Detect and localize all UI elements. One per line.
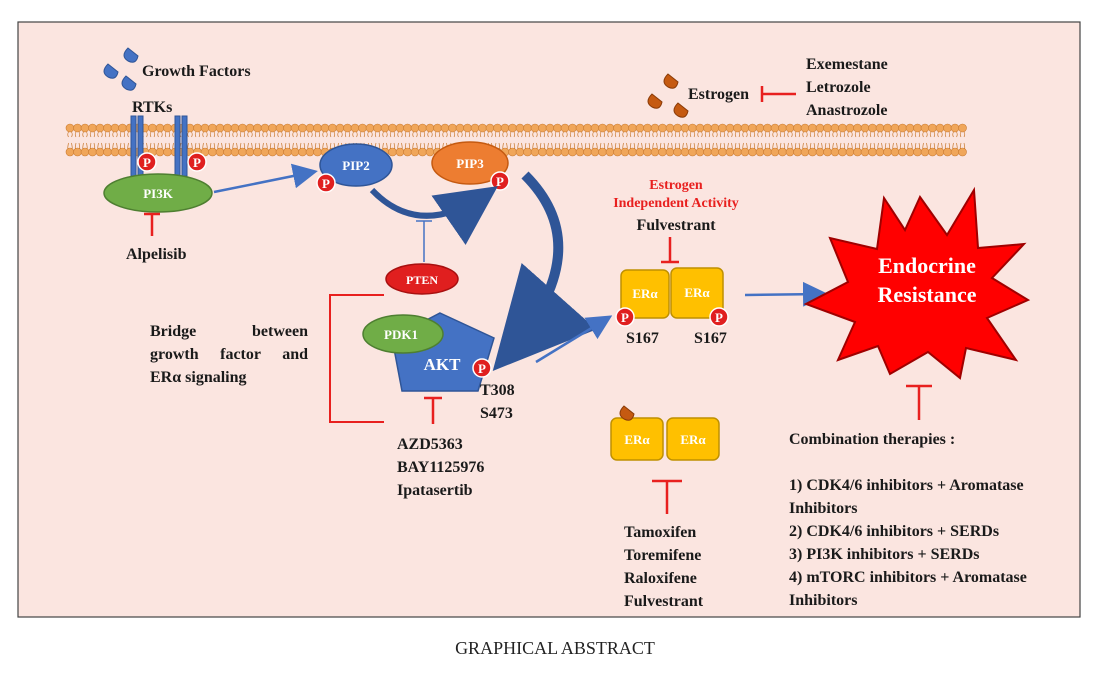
pip3-label: PIP3 — [456, 156, 484, 171]
pten-inhibition — [416, 220, 432, 262]
er-bound-box-1 — [610, 417, 664, 461]
serm-2: Toremifene — [624, 547, 701, 564]
er-site-1: S167 — [626, 330, 659, 347]
serm-inhibition — [652, 479, 682, 514]
endocrine-label-line1: Endocrine — [878, 253, 976, 278]
svg-text:ERα: ERα — [680, 432, 706, 447]
bridge-text: Bridge between growth factor and ERα sig… — [150, 323, 308, 386]
pip2-to-pip3-arrow — [369, 186, 498, 245]
pdk1-label: PDK1 — [384, 327, 418, 342]
svg-text:P: P — [478, 361, 486, 376]
pi3k-label: PI3K — [143, 186, 174, 201]
graphical-abstract-caption: GRAPHICAL ABSTRACT — [455, 638, 655, 658]
er-phospho-1 — [615, 307, 635, 327]
er-bound-box-2 — [666, 417, 720, 461]
svg-text:ERα: ERα — [624, 432, 650, 447]
svg-text:P: P — [322, 176, 330, 191]
rtks-label: RTKs — [132, 99, 172, 116]
combination-title: Combination therapies : — [789, 431, 956, 448]
svg-text:P: P — [715, 310, 723, 325]
akt-inhibitor-2: BAY1125976 — [397, 459, 484, 476]
combination-item-4: 4) mTORC inhibitors + Aromatase Inhibito… — [789, 569, 1027, 609]
akt-label: AKT — [424, 355, 462, 374]
growth-factor-droplets — [103, 47, 139, 91]
combination-therapies: Combination therapies : 1) CDK4/6 inhibi… — [789, 428, 1079, 612]
akt-inhibition — [424, 396, 442, 424]
er-to-resistance-arrow — [744, 281, 828, 307]
rtk-phospho: P P — [137, 152, 207, 172]
akt-inhibitor-1: AZD5363 — [397, 436, 463, 453]
aromatase-inhibitor-1: Exemestane — [806, 56, 888, 73]
svg-text:ERα: ERα — [632, 286, 658, 301]
combination-inhibition — [906, 384, 932, 420]
akt-inhibitor-3: Ipatasertib — [397, 482, 473, 499]
pip3-to-akt-arrow — [492, 171, 597, 371]
pten-node — [385, 263, 459, 295]
pi3k-to-pip2-arrow — [213, 163, 318, 194]
cell-membrane — [65, 123, 967, 157]
svg-text:P: P — [193, 155, 201, 170]
er-site-2: S167 — [694, 330, 727, 347]
aromatase-inhibitor-2: Letrozole — [806, 79, 871, 96]
bridge-bracket — [329, 294, 384, 423]
pdk1-node — [362, 314, 444, 354]
svg-text:ERα: ERα — [684, 285, 710, 300]
rtk-receptors — [130, 115, 188, 177]
serm-3: Raloxifene — [624, 570, 697, 587]
pip3-node — [431, 141, 509, 185]
pip3-phospho — [490, 171, 510, 191]
er-alpha-box-1 — [620, 269, 670, 319]
serm-1: Tamoxifen — [624, 524, 696, 541]
svg-text:P: P — [496, 174, 504, 189]
alpelisib-label: Alpelisib — [126, 246, 187, 263]
combination-item-3: 3) PI3K inhibitors + SERDs — [789, 546, 980, 563]
endocrine-resistance-star — [803, 186, 1031, 380]
akt-site-s473: S473 — [480, 405, 513, 422]
akt-site-t308: T308 — [480, 382, 515, 399]
fulvestrant-top-label: Fulvestrant — [636, 217, 716, 234]
fulvestrant-top-inhibition — [661, 237, 679, 264]
akt-phospho — [472, 358, 492, 378]
er-bound-estrogen — [619, 405, 635, 421]
combination-item-1: 1) CDK4/6 inhibitors + Aromatase Inhibit… — [789, 477, 1024, 517]
pip2-node — [319, 143, 393, 187]
estrogen-inhibition — [760, 86, 796, 102]
estrogen-droplets — [647, 73, 689, 118]
svg-text:P: P — [143, 155, 151, 170]
estrogen-label: Estrogen — [688, 86, 749, 103]
akt-to-er-arrow — [535, 315, 613, 364]
estrogen-independent-line1: Estrogen — [649, 178, 703, 193]
pi3k-node — [103, 173, 213, 213]
er-alpha-box-2 — [670, 267, 724, 319]
growth-factors-label: Growth Factors — [142, 63, 251, 80]
serm-4: Fulvestrant — [624, 593, 704, 610]
pten-label: PTEN — [406, 273, 438, 287]
alpelisib-inhibition — [144, 212, 160, 236]
estrogen-independent-line2: Independent Activity — [613, 196, 739, 211]
er-phospho-2 — [709, 307, 729, 327]
aromatase-inhibitor-3: Anastrozole — [806, 102, 887, 119]
pip2-phospho — [316, 173, 336, 193]
endocrine-label-line2: Resistance — [878, 282, 977, 307]
svg-text:P: P — [621, 310, 629, 325]
combination-item-2: 2) CDK4/6 inhibitors + SERDs — [789, 523, 1000, 540]
pip2-label: PIP2 — [342, 158, 369, 173]
